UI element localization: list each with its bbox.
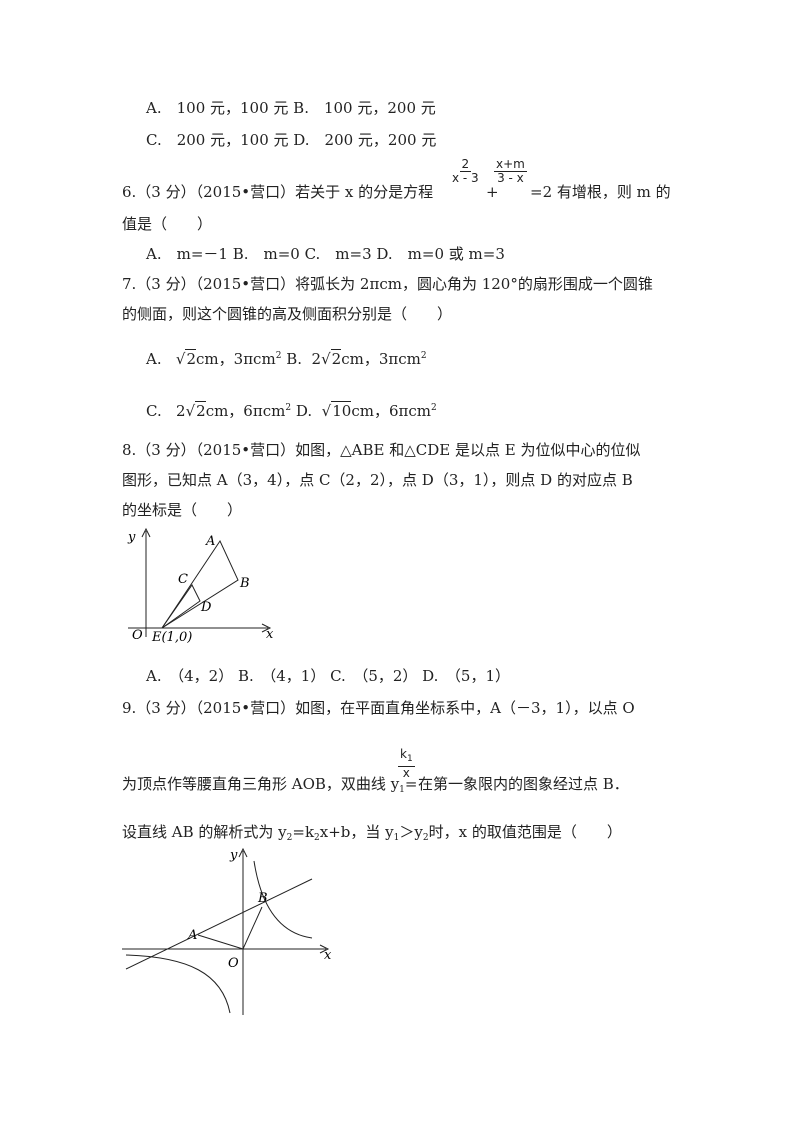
q9-hyperbola-q3 bbox=[125, 954, 231, 1014]
q8-label-d: D bbox=[200, 600, 212, 615]
q7-optB-label: B. bbox=[286, 350, 302, 368]
q9-line3-sub2: 2 bbox=[314, 833, 320, 843]
q9-label-b: B bbox=[257, 891, 268, 906]
q9-line3-e: 时，x 的取值范围是（ ） bbox=[428, 823, 622, 841]
q9-line2-post: 在第一象限内的图象经过点 B． bbox=[418, 775, 629, 793]
q7-optC-radicand: 2 bbox=[195, 401, 206, 420]
q7-options-cd: C. 2√2cm，6πcm2 D. √10cm，6πcm2 bbox=[146, 401, 437, 420]
q8-label-e: E(1,0) bbox=[151, 630, 192, 645]
q7-optB-radicand: 2 bbox=[330, 349, 342, 368]
q6-prefix: 6.（3 分）（2015•营口）若关于 x 的分是方程 bbox=[122, 183, 434, 201]
q9-triangle-aob bbox=[197, 906, 263, 950]
q9-line3-sub3: 1 bbox=[393, 833, 400, 843]
q9-stem-line2a: 为顶点作等腰直角三角形 AOB，双曲线 y1= bbox=[122, 774, 417, 800]
q7-options-ab: A. √2cm，3πcm2 B. 2√2cm，3πcm2 bbox=[146, 349, 427, 368]
q7-optD-sup: 2 bbox=[430, 403, 437, 413]
q6-fraction-2: x+m 3 - x bbox=[494, 158, 527, 185]
q9-y-arrow bbox=[238, 847, 248, 858]
q9-line2-eq: = bbox=[404, 775, 418, 793]
q9-line3-c: x+b，当 y bbox=[319, 823, 394, 841]
q6-plus: + bbox=[486, 183, 499, 201]
q6-frac2-numerator: x+m bbox=[494, 157, 527, 172]
q9-line3-b: =k bbox=[292, 823, 315, 841]
q8-label-o: O bbox=[132, 628, 143, 643]
q7-optA-radicand: 2 bbox=[185, 349, 197, 368]
q7-optC-coef: 2 bbox=[176, 402, 186, 420]
q6-options: A. m=－1 B. m=0 C. m=3 D. m=0 或 m=3 bbox=[146, 245, 505, 263]
q9-line-ab bbox=[125, 878, 313, 970]
q8-stem-line3: 的坐标是（ ） bbox=[122, 501, 243, 519]
q6-fraction-1: 2 x - 3 bbox=[452, 158, 479, 185]
q9-x-arrow bbox=[319, 944, 330, 954]
q9-frac-denominator: x bbox=[402, 766, 410, 780]
q7-optC-label: C. bbox=[146, 402, 162, 420]
q8-triangle-abe bbox=[161, 539, 239, 629]
q6-stem-line2: 值是（ ） bbox=[122, 215, 213, 233]
q5-options-line2: C. 200 元，100 元 D. 200 元，200 元 bbox=[146, 131, 437, 149]
q6-stem-line1: 6.（3 分）（2015•营口）若关于 x 的分是方程 bbox=[122, 182, 433, 202]
q8-label-a: A bbox=[205, 534, 215, 549]
q8-triangle-cde bbox=[161, 584, 201, 629]
q6-suffix: =2 有增根，则 m 的 bbox=[530, 183, 671, 201]
q9-label-o: O bbox=[228, 956, 239, 971]
q9-fraction: k1 x bbox=[398, 748, 415, 780]
q7-optB-coef: 2 bbox=[311, 350, 322, 368]
q9-line2-sub: 1 bbox=[399, 785, 405, 795]
q5-options-line1: A. 100 元，100 元 B. 100 元，200 元 bbox=[146, 99, 436, 117]
q7-stem-line1: 7.（3 分）（2015•营口）将弧长为 2πcm，圆心角为 120°的扇形围成… bbox=[122, 275, 653, 293]
q9-figure: y x O A B bbox=[122, 847, 332, 1015]
q8-options: A. （4，2） B. （4，1） C. （5，2） D. （5，1） bbox=[146, 667, 511, 685]
q8-label-b: B bbox=[239, 576, 250, 591]
q7-stem-line2: 的侧面，则这个圆锥的高及侧面积分别是（ ） bbox=[122, 305, 453, 323]
q9-label-y: y bbox=[229, 848, 238, 863]
q8-y-arrow bbox=[141, 527, 151, 538]
q9-line3-sub1: 2 bbox=[286, 833, 293, 843]
q8-label-c: C bbox=[178, 572, 188, 587]
q7-optD-radicand: 10 bbox=[331, 401, 352, 420]
q8-x-arrow bbox=[261, 623, 272, 633]
q7-optA-label: A. bbox=[146, 350, 162, 368]
q7-optC-sup: 2 bbox=[285, 403, 292, 413]
q7-optC-text: cm，6πcm bbox=[205, 402, 286, 420]
q9-hyperbola-q1 bbox=[253, 860, 313, 939]
q7-optA-text: cm，3πcm bbox=[196, 350, 276, 368]
q8-label-y: y bbox=[127, 530, 136, 545]
q8-stem-line1: 8.（3 分）（2015•营口）如图，△ABE 和△CDE 是以点 E 为位似中… bbox=[122, 441, 641, 459]
q7-optA-sup: 2 bbox=[275, 351, 282, 361]
q9-line2-pre: 为顶点作等腰直角三角形 AOB，双曲线 y bbox=[122, 775, 400, 793]
q7-optB-text: cm，3πcm bbox=[341, 350, 421, 368]
q9-frac-numerator: k bbox=[400, 747, 407, 761]
q7-optD-label: D. bbox=[295, 402, 313, 420]
q9-stem-line3: 设直线 AB 的解析式为 y2=k2x+b，当 y1＞y2时，x 的取值范围是（… bbox=[122, 822, 622, 848]
q8-label-x: x bbox=[266, 627, 274, 642]
q8-stem-line2: 图形，已知点 A（3，4），点 C（2，2），点 D（3，1），则点 D 的对应… bbox=[122, 471, 633, 489]
q9-frac-numerator-sub: 1 bbox=[406, 754, 413, 764]
q9-line3-a: 设直线 AB 的解析式为 y bbox=[122, 823, 287, 841]
q9-line3-sub4: 2 bbox=[422, 833, 429, 843]
q6-frac1-numerator: 2 bbox=[459, 157, 472, 172]
q7-optD-text: cm，6πcm bbox=[351, 402, 431, 420]
q9-label-a: A bbox=[187, 928, 197, 943]
q8-figure: y x O E(1,0) A B C D bbox=[127, 527, 274, 645]
q9-stem-line1: 9.（3 分）（2015•营口）如图，在平面直角坐标系中，A（－3，1），以点 … bbox=[122, 699, 635, 717]
q9-line3-d: ＞y bbox=[399, 823, 423, 841]
q9-label-x: x bbox=[324, 948, 332, 963]
q6-frac1-denominator: x - 3 bbox=[452, 171, 479, 185]
q6-frac2-denominator: 3 - x bbox=[497, 171, 524, 185]
q7-optB-sup: 2 bbox=[420, 351, 427, 361]
